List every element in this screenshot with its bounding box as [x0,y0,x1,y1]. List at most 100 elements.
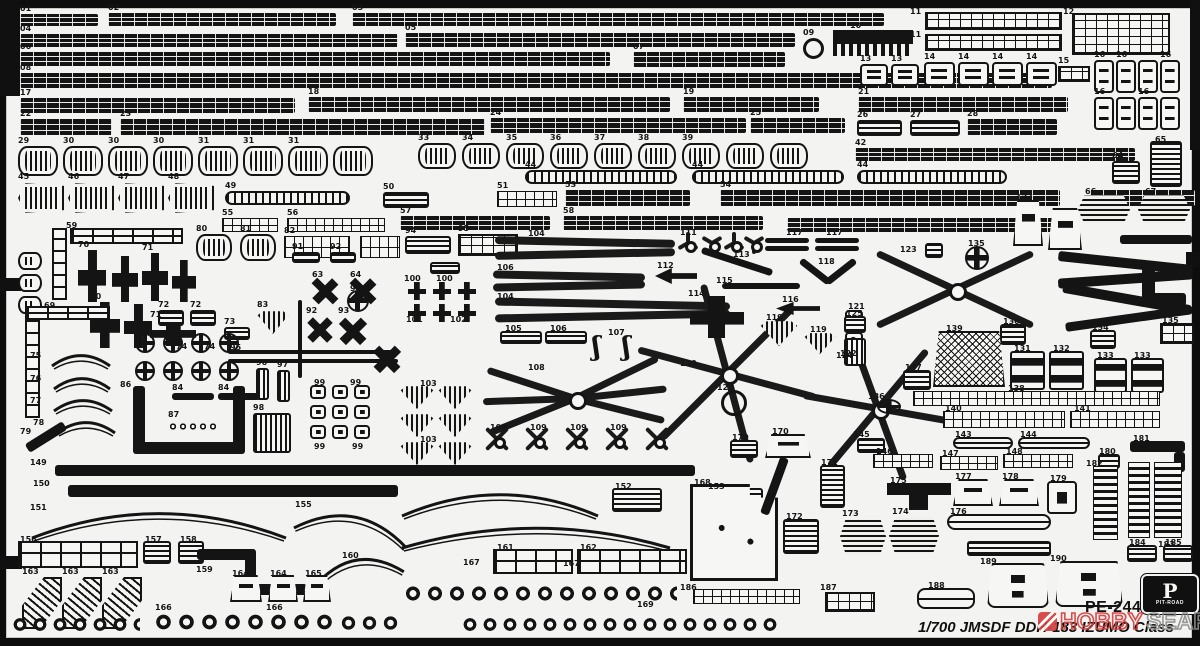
part-number: 67 [1145,187,1157,196]
pe-part [965,246,989,270]
pe-part [925,243,943,258]
pe-part [933,331,1005,387]
pe-part [857,170,1007,184]
pe-part [172,393,214,400]
frame-right-block [1190,0,1200,150]
pe-part [333,146,373,176]
part-number: 58 [563,206,575,215]
pe-part [303,575,331,602]
part-number: 121 [848,302,865,311]
pe-part [497,191,557,207]
pe-part [692,170,844,184]
part-number: 103 [420,435,437,444]
pe-part [924,62,955,86]
pe-part [1093,466,1118,540]
part-number: 86 [120,380,132,389]
part-number: 189 [980,557,997,566]
part-number: 151 [30,503,47,512]
part-number: 134 [1092,323,1109,332]
rotor-hub [731,241,743,253]
pe-part [1154,462,1182,538]
part-number: 42 [855,138,867,147]
part-number: 106 [550,324,567,333]
pe-part [494,236,676,260]
pe-part [291,502,412,552]
pe-part [1160,323,1194,344]
part-number: 111 [680,228,697,237]
pe-part [256,368,269,400]
part-number: 93 [338,306,350,315]
part-number: 181 [1133,434,1150,443]
pe-part [722,283,800,289]
part-number: 59 [66,221,78,230]
part-number: 174 [892,507,909,516]
part-number: 171 [821,458,838,467]
pe-part [135,361,155,381]
part-number: 160 [342,551,359,560]
pe-part [225,191,350,205]
sheet-code: PE-244 [1085,599,1142,616]
part-number: 82 [284,226,296,235]
pe-part [1150,141,1182,187]
part-number: 164 [270,569,287,578]
pe-part [500,331,542,344]
part-number: 92 [330,242,342,251]
part-number: 137 [905,363,922,372]
part-number: 109 [530,423,547,432]
part-number: 70 [90,292,102,301]
rotor-hub [685,241,697,253]
pe-part [492,270,646,292]
part-number: 30 [63,136,75,145]
pe-part [30,508,288,542]
pe-part [288,146,328,176]
part-number: 51 [497,181,509,190]
rotor-blade [494,248,676,260]
rotor-blade [492,280,646,292]
part-number: 45 [18,172,30,181]
pe-part [287,218,385,232]
pe-part [565,190,690,206]
part-number: 133 [1097,351,1114,360]
pe-part [840,519,886,554]
pe-part [783,519,819,554]
pe-part [1090,330,1116,349]
part-number: 133 [1134,351,1151,360]
part-number: 06 [20,42,32,51]
part-number: 99 [314,378,326,387]
pe-part [152,609,332,635]
part-number: 117 [826,228,843,237]
pe-part [50,354,112,370]
pe-part [222,218,278,232]
pe-part [338,611,400,635]
pe-part [943,411,1065,428]
part-number: 145 [853,430,870,439]
pe-part [433,282,451,300]
pe-part [347,290,369,312]
part-number: 18 [308,87,320,96]
pe-part [253,413,291,453]
sheet-tab-left-upper [0,278,22,291]
part-number: 02 [108,3,120,12]
pe-part [18,541,138,568]
part-number: 178 [1002,472,1019,481]
pe-part [245,549,256,595]
pe-part [400,524,672,552]
part-number: 25 [750,108,762,117]
pe-part [787,218,1062,232]
pe-part [20,52,610,66]
pe-part [857,438,885,453]
pe-part [332,425,348,439]
pe-part [1026,62,1057,86]
pe-part [815,246,859,251]
part-number: 31 [243,136,255,145]
part-number: 23 [120,109,132,118]
pe-part [770,143,808,169]
part-number: 135 [968,239,985,248]
pe-part [690,296,744,338]
pe-part [143,541,171,564]
part-number: 65 [1155,135,1167,144]
part-number: 14 [958,52,970,61]
pe-part [1160,97,1180,130]
pe-part [196,234,232,261]
